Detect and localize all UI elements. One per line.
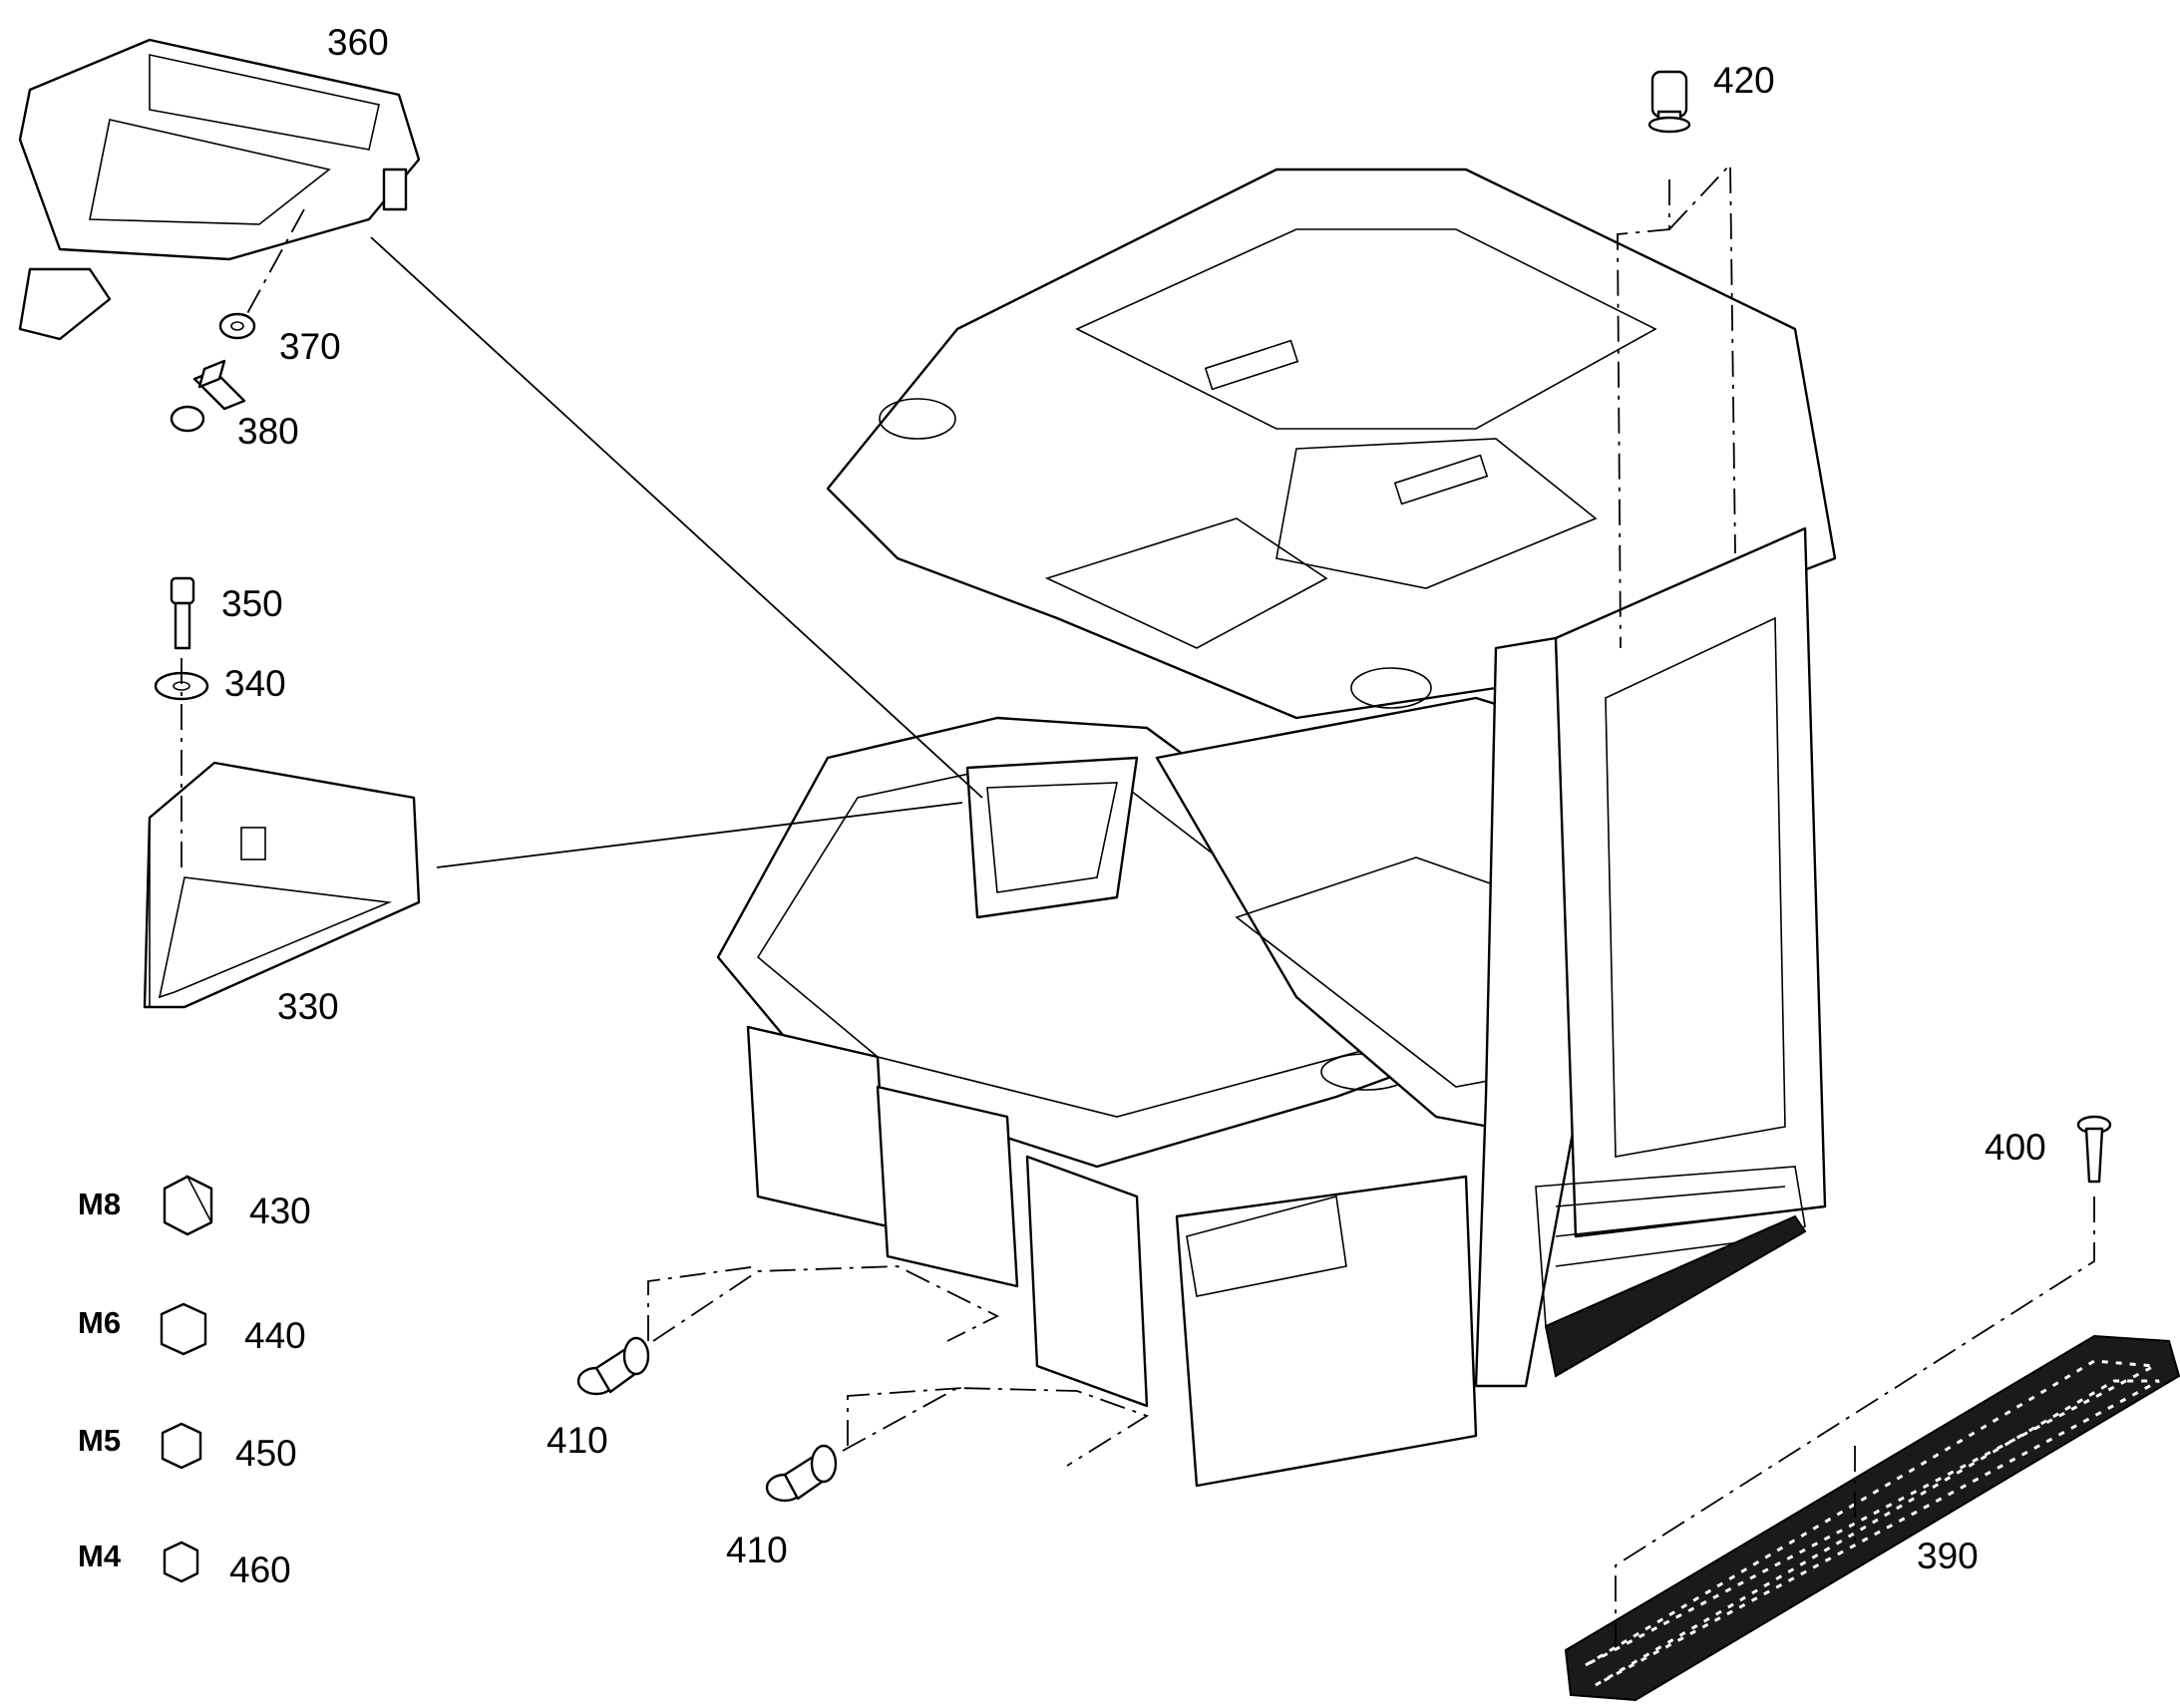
thread-label-m6: M6 bbox=[78, 1305, 121, 1340]
callout-410-right: 410 bbox=[726, 1530, 788, 1570]
callout-400: 400 bbox=[1985, 1127, 2046, 1168]
thread-label-m8: M8 bbox=[78, 1187, 121, 1221]
thread-label-m4: M4 bbox=[78, 1538, 122, 1573]
nut-460 bbox=[163, 1540, 199, 1583]
nut-450 bbox=[161, 1422, 202, 1470]
thread-label-m5: M5 bbox=[78, 1423, 121, 1458]
nut-430 bbox=[163, 1175, 213, 1236]
callout-430: 430 bbox=[249, 1191, 311, 1231]
cab-frame-assembly bbox=[716, 168, 1837, 1488]
plug-420 bbox=[1647, 70, 1691, 134]
callout-380: 380 bbox=[237, 411, 299, 452]
callout-330: 330 bbox=[277, 986, 339, 1027]
callout-labels: 360 370 380 350 340 330 420 400 390 410 … bbox=[221, 22, 2046, 1590]
screw-400 bbox=[2076, 1115, 2112, 1184]
callout-410-left: 410 bbox=[546, 1420, 608, 1461]
washer-340 bbox=[154, 671, 209, 701]
step-plate-390 bbox=[1564, 1334, 2180, 1702]
callout-420: 420 bbox=[1713, 60, 1775, 101]
callout-360: 360 bbox=[327, 22, 389, 63]
bracket-360 bbox=[18, 38, 421, 341]
callout-440: 440 bbox=[244, 1315, 306, 1356]
callout-370: 370 bbox=[279, 326, 341, 367]
callout-460: 460 bbox=[229, 1549, 291, 1590]
bolt-350 bbox=[170, 576, 195, 650]
callout-390: 390 bbox=[1917, 1536, 1979, 1576]
bolt-380 bbox=[170, 359, 246, 433]
washer-370 bbox=[218, 312, 256, 340]
plug-410-left bbox=[576, 1336, 650, 1396]
leader-lines bbox=[181, 162, 2095, 1650]
plug-410-right bbox=[765, 1444, 838, 1503]
callout-340: 340 bbox=[224, 663, 286, 704]
nut-440 bbox=[160, 1302, 207, 1356]
bracket-330 bbox=[143, 761, 421, 1009]
thread-size-labels: M8 M6 M5 M4 bbox=[78, 1187, 122, 1573]
callout-350: 350 bbox=[221, 583, 283, 624]
callout-450: 450 bbox=[235, 1433, 297, 1474]
